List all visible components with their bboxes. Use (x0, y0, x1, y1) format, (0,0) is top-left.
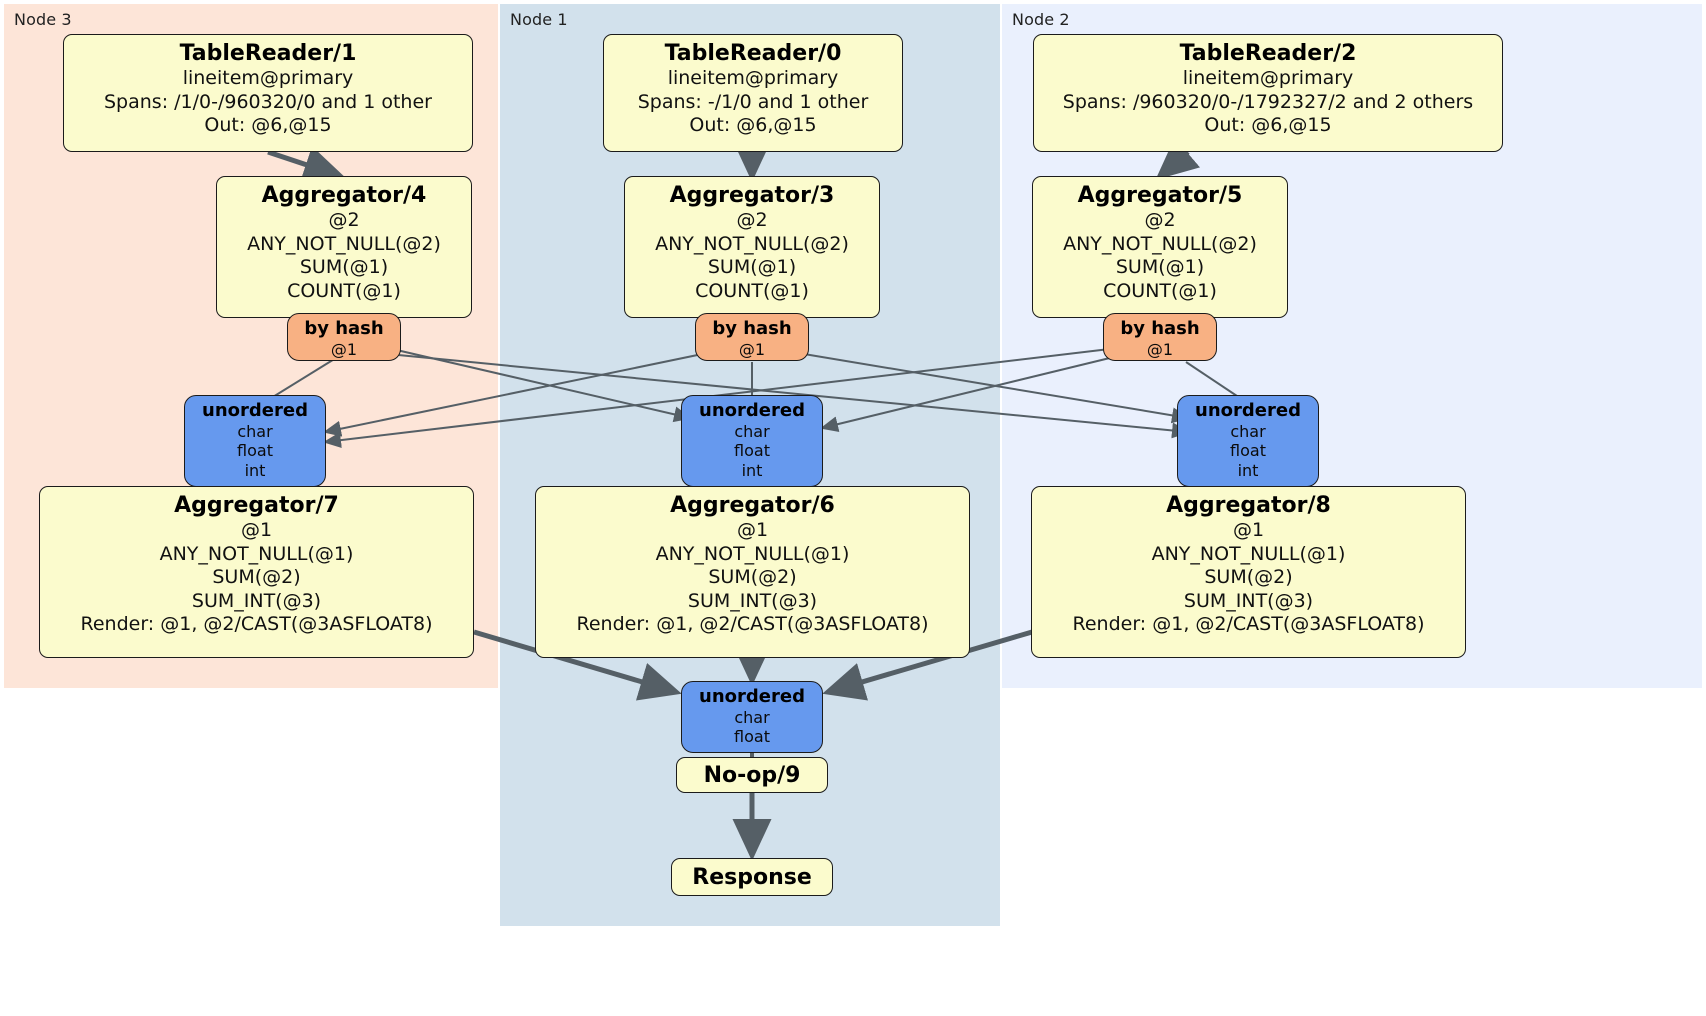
router-node-1-by-hash[interactable]: by hash @1 (695, 313, 809, 361)
receiver-node-3-unordered[interactable]: unordered char float int (184, 395, 326, 487)
processor-aggregator-8[interactable]: Aggregator/8 @1 ANY_NOT_NULL(@1) SUM(@2)… (1031, 486, 1466, 658)
processor-detail: @2 (1144, 209, 1176, 232)
receiver-title: unordered (1195, 400, 1301, 421)
panel-node-1-label: Node 1 (510, 10, 568, 29)
receiver-type: char (1230, 421, 1266, 441)
processor-detail: Out: @6,@15 (689, 114, 817, 137)
processor-detail: COUNT(@1) (1103, 279, 1217, 302)
processor-aggregator-6[interactable]: Aggregator/6 @1 ANY_NOT_NULL(@1) SUM(@2)… (535, 486, 970, 658)
panel-node-2-label: Node 2 (1012, 10, 1070, 29)
processor-detail: Out: @6,@15 (1204, 114, 1332, 137)
processor-detail: lineitem@primary (182, 67, 354, 90)
router-detail: @1 (738, 339, 766, 359)
processor-detail: lineitem@primary (667, 67, 839, 90)
processor-detail: ANY_NOT_NULL(@2) (247, 232, 441, 255)
processor-detail: @1 (240, 519, 273, 542)
processor-tablereader-2[interactable]: TableReader/2 lineitem@primary Spans: /9… (1033, 34, 1503, 152)
processor-aggregator-4[interactable]: Aggregator/4 @2 ANY_NOT_NULL(@2) SUM(@1)… (216, 176, 472, 318)
processor-title: Aggregator/6 (670, 493, 835, 518)
processor-detail: @1 (1232, 519, 1265, 542)
processor-title: No-op/9 (703, 762, 801, 788)
processor-detail: Spans: -/1/0 and 1 other (637, 90, 869, 113)
processor-detail: Spans: /1/0-/960320/0 and 1 other (104, 90, 432, 113)
receiver-type: char (734, 707, 770, 727)
processor-detail: SUM(@1) (707, 256, 797, 279)
router-detail: @1 (1146, 339, 1174, 359)
processor-tablereader-1[interactable]: TableReader/1 lineitem@primary Spans: /1… (63, 34, 473, 152)
processor-detail: SUM_INT(@3) (1183, 589, 1314, 612)
receiver-type: char (237, 421, 273, 441)
processor-title: TableReader/1 (179, 41, 357, 66)
processor-aggregator-7[interactable]: Aggregator/7 @1 ANY_NOT_NULL(@1) SUM(@2)… (39, 486, 474, 658)
processor-detail: SUM(@1) (1115, 256, 1205, 279)
processor-detail: SUM_INT(@3) (687, 589, 818, 612)
receiver-title: unordered (202, 400, 308, 421)
router-node-3-by-hash[interactable]: by hash @1 (287, 313, 401, 361)
processor-detail: Out: @6,@15 (204, 114, 332, 137)
processor-detail: ANY_NOT_NULL(@1) (1151, 542, 1346, 565)
receiver-final-unordered[interactable]: unordered char float (681, 681, 823, 753)
router-title: by hash (304, 318, 384, 339)
processor-detail: @2 (736, 209, 768, 232)
processor-detail: SUM_INT(@3) (191, 589, 322, 612)
router-detail: @1 (330, 339, 358, 359)
processor-detail: SUM(@2) (708, 566, 797, 589)
processor-detail: ANY_NOT_NULL(@1) (655, 542, 850, 565)
processor-detail: @2 (328, 209, 360, 232)
processor-title: Aggregator/7 (174, 493, 339, 518)
processor-detail: ANY_NOT_NULL(@2) (655, 232, 849, 255)
processor-detail: @1 (736, 519, 769, 542)
processor-detail: SUM(@2) (1204, 566, 1293, 589)
processor-detail: ANY_NOT_NULL(@1) (159, 542, 354, 565)
processor-detail: SUM(@2) (212, 566, 301, 589)
processor-aggregator-5[interactable]: Aggregator/5 @2 ANY_NOT_NULL(@2) SUM(@1)… (1032, 176, 1288, 318)
processor-detail: lineitem@primary (1182, 67, 1354, 90)
receiver-title: unordered (699, 400, 805, 421)
receiver-type: float (237, 441, 273, 461)
processor-title: Aggregator/8 (1166, 493, 1331, 518)
receiver-type: float (1230, 441, 1266, 461)
processor-aggregator-3[interactable]: Aggregator/3 @2 ANY_NOT_NULL(@2) SUM(@1)… (624, 176, 880, 318)
processor-detail: COUNT(@1) (287, 279, 401, 302)
processor-detail: Spans: /960320/0-/1792327/2 and 2 others (1062, 90, 1474, 113)
router-title: by hash (712, 318, 792, 339)
processor-title: Aggregator/4 (261, 183, 427, 208)
receiver-type: int (1237, 460, 1259, 480)
processor-detail: COUNT(@1) (695, 279, 809, 302)
receiver-type: int (244, 460, 266, 480)
router-title: by hash (1120, 318, 1200, 339)
processor-title: Aggregator/3 (669, 183, 835, 208)
processor-title: TableReader/2 (1179, 41, 1357, 66)
processor-render: Render: @1, @2/CAST(@3ASFLOAT8) (80, 613, 433, 636)
processor-response[interactable]: Response (671, 858, 833, 896)
receiver-node-2-unordered[interactable]: unordered char float int (1177, 395, 1319, 487)
receiver-node-1-unordered[interactable]: unordered char float int (681, 395, 823, 487)
processor-title: TableReader/0 (664, 41, 842, 66)
processor-detail: SUM(@1) (299, 256, 389, 279)
router-node-2-by-hash[interactable]: by hash @1 (1103, 313, 1217, 361)
processor-render: Render: @1, @2/CAST(@3ASFLOAT8) (576, 613, 929, 636)
processor-title: Response (692, 864, 812, 890)
receiver-type: float (734, 441, 770, 461)
processor-render: Render: @1, @2/CAST(@3ASFLOAT8) (1072, 613, 1425, 636)
receiver-type: char (734, 421, 770, 441)
receiver-type: float (734, 727, 770, 747)
processor-no-op-9[interactable]: No-op/9 (676, 757, 828, 793)
receiver-type: int (741, 460, 763, 480)
processor-title: Aggregator/5 (1077, 183, 1243, 208)
panel-node-3-label: Node 3 (14, 10, 72, 29)
processor-tablereader-0[interactable]: TableReader/0 lineitem@primary Spans: -/… (603, 34, 903, 152)
receiver-title: unordered (699, 686, 805, 707)
processor-detail: ANY_NOT_NULL(@2) (1063, 232, 1257, 255)
